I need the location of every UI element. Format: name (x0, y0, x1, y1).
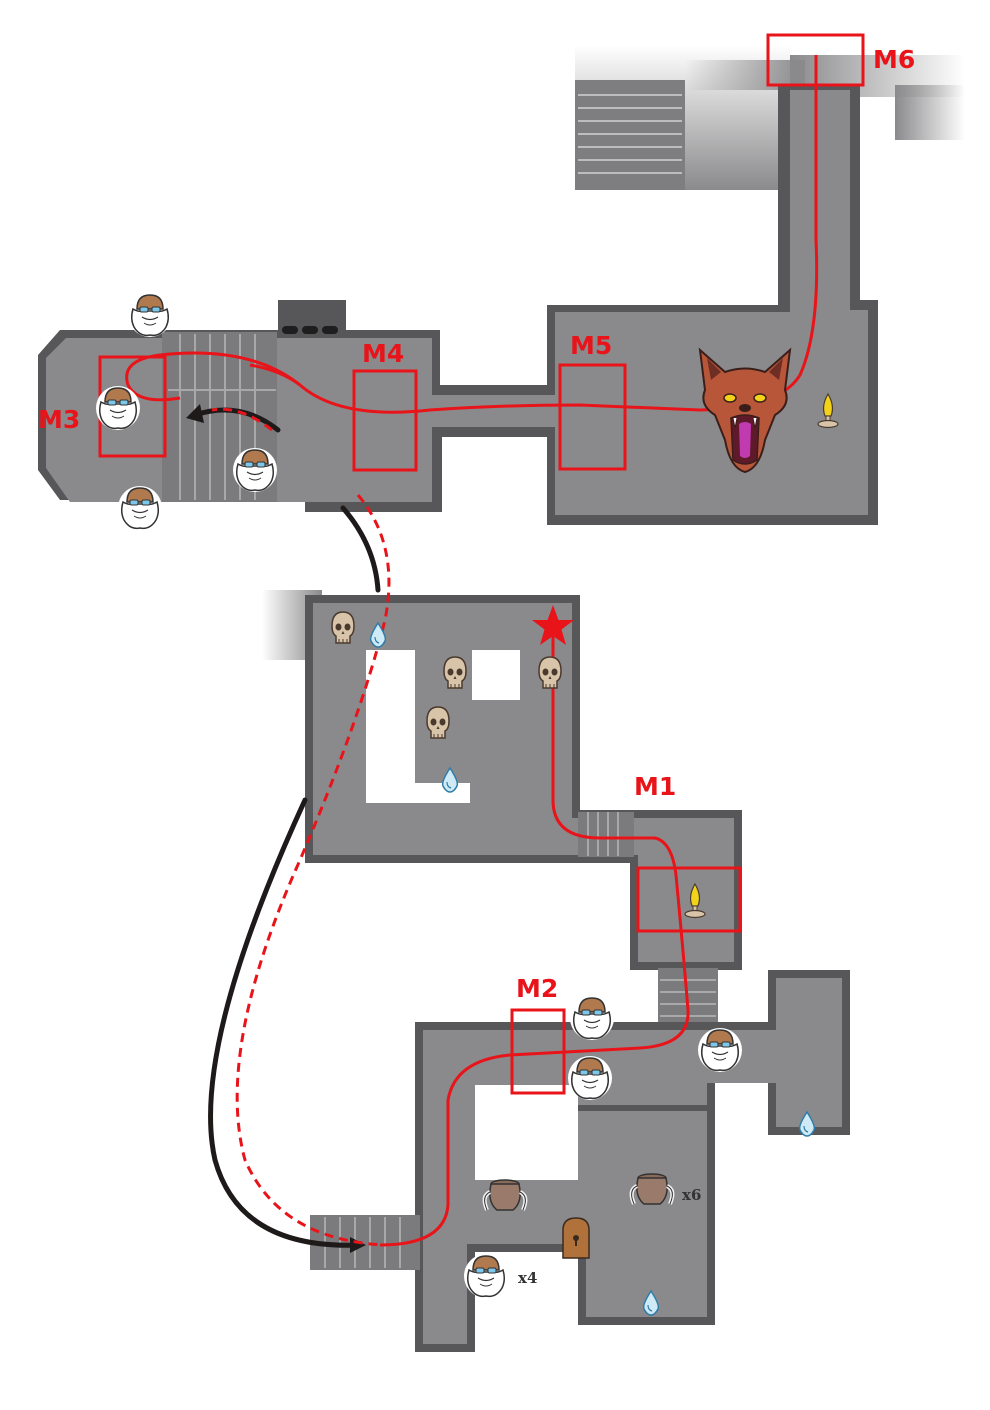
start-star-icon (532, 605, 574, 645)
marker-box-m6 (766, 33, 865, 87)
old-sage-icon (232, 447, 278, 493)
marker-box-m4 (352, 369, 418, 472)
old-sage-icon (463, 1253, 509, 1299)
marker-box-m5 (558, 363, 627, 471)
wolf-boss-icon (698, 347, 792, 474)
marker-label-m3: M3 (38, 405, 80, 434)
marker-label-m4: M4 (362, 339, 404, 368)
markers (98, 33, 865, 1095)
marker-label-m5: M5 (570, 331, 612, 360)
marker-box-m2 (510, 1008, 566, 1095)
urn-count-label: x6 (682, 1186, 701, 1204)
alt-route-upper (340, 505, 381, 593)
upper-dungeon (38, 45, 965, 525)
icons (95, 292, 839, 1316)
marker-box-m1 (636, 866, 742, 933)
routes (125, 55, 819, 1253)
main-route (379, 628, 690, 1247)
alt-route-lower (208, 797, 363, 1248)
old-sage-icon (697, 1027, 743, 1073)
marker-label-m6: M6 (873, 45, 915, 74)
old-sage-icon (95, 385, 141, 431)
skull-icon (426, 706, 450, 739)
sage-count-label: x4 (518, 1269, 537, 1287)
old-sage-icon (127, 292, 173, 338)
old-sage-icon (569, 995, 615, 1041)
lower-dungeon (262, 590, 850, 1352)
skull-icon (331, 611, 355, 644)
door-icon (562, 1217, 590, 1259)
old-sage-icon (117, 485, 163, 531)
marker-label-m2: M2 (516, 974, 558, 1003)
dashed-route (211, 407, 273, 432)
labels: M1 M2 M3 M4 M5 M6 x4 x6 (38, 45, 915, 1287)
marker-label-m1: M1 (634, 772, 676, 801)
skull-icon (538, 656, 562, 689)
skull-icon (443, 656, 467, 689)
old-sage-icon (567, 1055, 613, 1101)
